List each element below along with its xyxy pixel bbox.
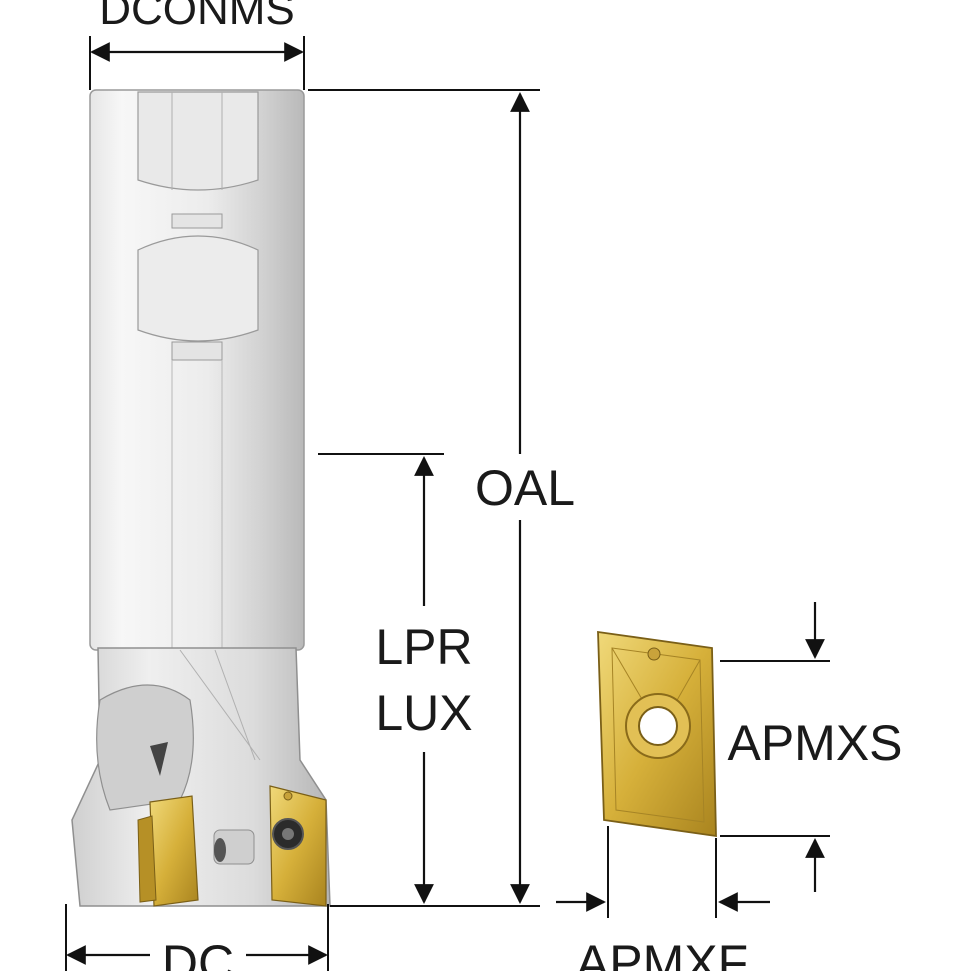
tool-insert-left bbox=[137, 795, 199, 907]
dim-apmxs: APMXS bbox=[720, 602, 903, 892]
dim-dconms: DCONMS bbox=[89, 0, 305, 90]
tool-insert-right bbox=[269, 785, 327, 907]
dim-oal: OAL bbox=[308, 89, 575, 907]
insert-detail bbox=[597, 630, 717, 838]
tool-shank bbox=[89, 89, 305, 651]
dc-label: DC bbox=[162, 935, 234, 971]
dconms-label: DCONMS bbox=[99, 0, 295, 34]
apmxf-label: APMXF bbox=[576, 935, 748, 971]
lux-label: LUX bbox=[375, 685, 472, 741]
dim-dc: DC bbox=[65, 904, 329, 971]
lpr-label: LPR bbox=[375, 619, 472, 675]
oal-label: OAL bbox=[475, 460, 575, 516]
apmxs-label: APMXS bbox=[727, 715, 902, 771]
tool-body bbox=[71, 647, 331, 907]
dim-lpr-lux: LPR LUX bbox=[318, 453, 473, 904]
dim-apmxf: APMXF bbox=[556, 826, 770, 971]
